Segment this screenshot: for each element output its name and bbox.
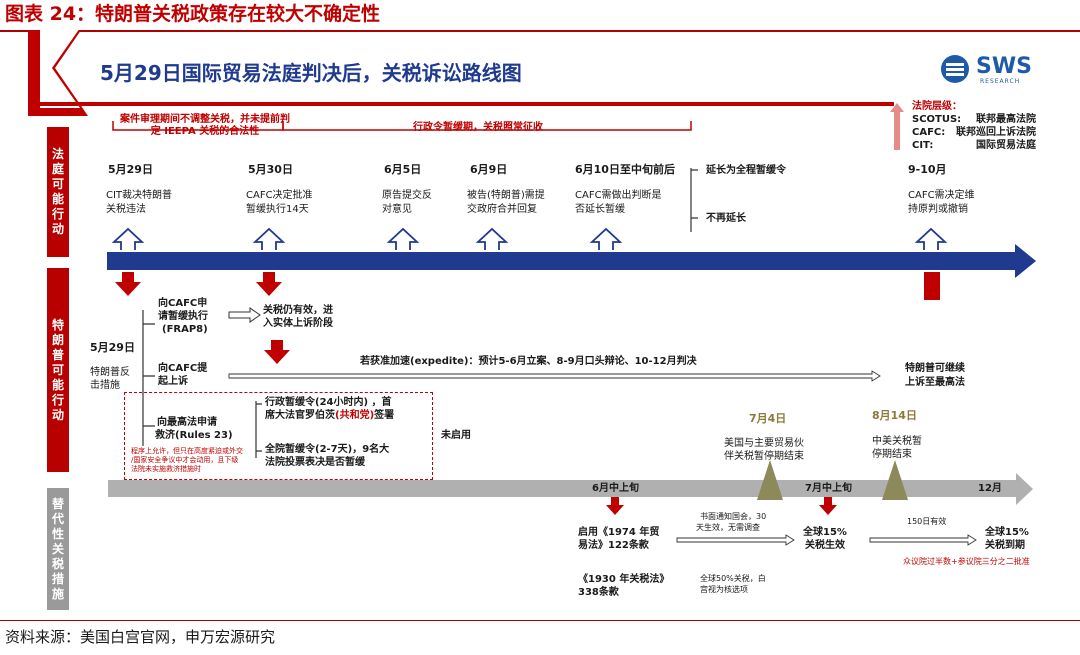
branch-no-extend: 不再延长 — [706, 213, 746, 224]
expedite-note: 若获准加速(expedite)：预计5-6月立案、8-9月口头辩论、10-12月… — [360, 356, 697, 367]
extension-condition: 众议院过半数+参议院三分之二批准 — [903, 557, 1030, 566]
global-tariff-start: 全球15% — [803, 527, 847, 538]
court-row-graphics — [107, 103, 1036, 300]
court-event-desc: CIT裁决特朗普 — [106, 190, 173, 201]
banner-title: 5月29日国际贸易法庭判决后，关税诉讼路线图 — [100, 61, 522, 85]
trump-option-1: 请暂缓执行 — [158, 311, 208, 322]
section-122-note: 天生效，无需调查 — [696, 523, 760, 532]
court-event-desc: 原告提交反 — [382, 190, 432, 201]
trump-option-1: 向CAFC申 — [158, 298, 208, 309]
bracket-mid-note: 行政令暂缓期，关税照常征收 — [413, 122, 543, 133]
title-divider — [0, 30, 1080, 32]
logo-subtext: RESEARCH — [980, 78, 1021, 85]
legend-name: 联邦最高法院 — [976, 114, 1036, 125]
milestone-date: 7月4日 — [749, 412, 787, 425]
court-event-date: 5月30日 — [248, 163, 293, 176]
full-court-stay-option: 法院投票表决是否暂缓 — [265, 457, 365, 468]
court-event-desc: 被告(特朗普)需提 — [467, 190, 545, 201]
bracket-left-text: 案件审理期间不调整关税，并未提前判定 IEEPA 关税的合法性 — [120, 114, 290, 137]
milestone-date: 8月14日 — [872, 409, 917, 422]
global-tariff-start: 关税生效 — [805, 540, 845, 551]
global-tariff-end: 全球15% — [985, 527, 1029, 538]
trump-option-3: 向最高法申请 — [157, 417, 217, 428]
section-338-note: 全球50%关税，白 — [700, 574, 766, 583]
option-1-result: 入实体上诉阶段 — [263, 318, 333, 329]
court-event-desc: 暂缓执行14天 — [246, 204, 309, 215]
source-note: 资料来源：美国白宫官网，申万宏源研究 — [5, 628, 276, 646]
side-label-alt: 替代性关税措施 — [47, 488, 69, 610]
timeline-marker: 6月中上旬 — [592, 483, 639, 494]
court-event-date: 6月9日 — [470, 163, 508, 176]
section-338-option: 338条款 — [578, 587, 619, 598]
court-event-date: 6月10日至中旬前后 — [575, 163, 675, 176]
side-label-court: 法庭可能行动 — [47, 127, 69, 257]
timeline-marker: 12月 — [978, 483, 1002, 494]
trump-option-1: (FRAP8) — [162, 324, 208, 335]
section-122-option: 启用《1974 年贸 — [578, 527, 660, 538]
party-label: (共和党) — [335, 410, 375, 421]
emergency-stay-text: 席大法官罗伯茨 — [265, 410, 335, 421]
section-122-option: 易法》122条款 — [578, 540, 649, 551]
trump-final-step: 上诉至最高法 — [905, 377, 965, 388]
court-event-desc: CAFC决定批准 — [246, 190, 313, 201]
emergency-stay-option: 席大法官罗伯茨(共和党)签署 — [265, 409, 394, 422]
footer-divider — [0, 620, 1080, 621]
emergency-stay-text: 签署 — [374, 410, 395, 421]
court-event-desc: 否延长暂缓 — [575, 204, 625, 215]
milestone-desc: 美国与主要贸易伙 — [724, 438, 804, 449]
legend-title: 法院层级： — [912, 101, 962, 112]
trump-row-graphics — [142, 307, 881, 458]
trump-start-desc: 击措施 — [90, 380, 120, 391]
procedure-note: /国家安全争议中才会动用，且下级 — [131, 456, 239, 464]
court-event-desc: CAFC需决定维 — [908, 190, 975, 201]
trump-option-2: 向CAFC提 — [158, 363, 208, 374]
validity-note: 150日有效 — [907, 517, 947, 526]
legend-abbr: CIT: — [912, 140, 934, 151]
timeline-marker: 7月中上旬 — [805, 483, 852, 494]
figure-title: 图表 24：特朗普关税政策存在较大不确定性 — [5, 3, 381, 25]
court-event-desc: 对意见 — [382, 204, 412, 215]
section-338-option: 《1930 年关税法》 — [578, 574, 670, 585]
banner-graphic — [28, 30, 894, 116]
procedure-note: 法院未实施救济措施时 — [131, 465, 201, 473]
legend-abbr: CAFC: — [912, 127, 946, 138]
alt-row-graphics — [108, 460, 1033, 546]
court-event-date: 9-10月 — [908, 163, 947, 176]
court-event-date: 6月5日 — [384, 163, 422, 176]
legend-name: 国际贸易法庭 — [976, 140, 1036, 151]
full-court-stay-option: 全院暂缓令(2-7天)，9名大 — [265, 444, 390, 455]
milestone-desc: 停期结束 — [872, 449, 912, 460]
logo-text: SWS — [976, 54, 1032, 79]
trump-option-2: 起上诉 — [158, 376, 188, 387]
milestone-desc: 伴关税暂停期结束 — [724, 451, 804, 462]
side-label-trump: 特朗普可能行动 — [47, 268, 69, 472]
not-activated-label: 未启用 — [441, 430, 471, 441]
trump-final-step: 特朗普可继续 — [905, 363, 965, 374]
court-event-date: 5月29日 — [108, 163, 153, 176]
court-event-desc: 交政府合并回复 — [467, 204, 537, 215]
legend-name: 联邦巡回上诉法院 — [956, 127, 1036, 138]
emergency-stay-option: 行政暂缓令(24小时内) ，首 — [265, 397, 392, 408]
trump-start-date: 5月29日 — [90, 341, 135, 354]
section-338-note: 宫视为核选项 — [700, 585, 748, 594]
procedure-note: 程序上允许，但只在高度紧迫或外交 — [131, 447, 243, 455]
branch-extend: 延长为全程暂缓令 — [706, 165, 786, 176]
court-event-desc: 持原判或撤销 — [908, 204, 968, 215]
court-event-desc: CAFC需做出判断是 — [575, 190, 662, 201]
legend-abbr: SCOTUS: — [912, 114, 962, 125]
logo-icon — [940, 54, 970, 84]
bracket-left-note: 案件审理期间不调整关税，并未提前判定 IEEPA 关税的合法性 — [120, 114, 290, 138]
court-event-desc: 关税违法 — [106, 204, 146, 215]
supreme-court-relief-box — [124, 392, 433, 480]
option-1-result: 关税仍有效，进 — [263, 305, 333, 316]
trump-start-desc: 特朗普反 — [90, 367, 130, 378]
milestone-desc: 中美关税暂 — [872, 436, 922, 447]
global-tariff-end: 关税到期 — [985, 540, 1025, 551]
trump-option-3: 救济(Rules 23) — [155, 430, 233, 441]
section-122-note: 书面通知国会，30 — [700, 512, 767, 521]
